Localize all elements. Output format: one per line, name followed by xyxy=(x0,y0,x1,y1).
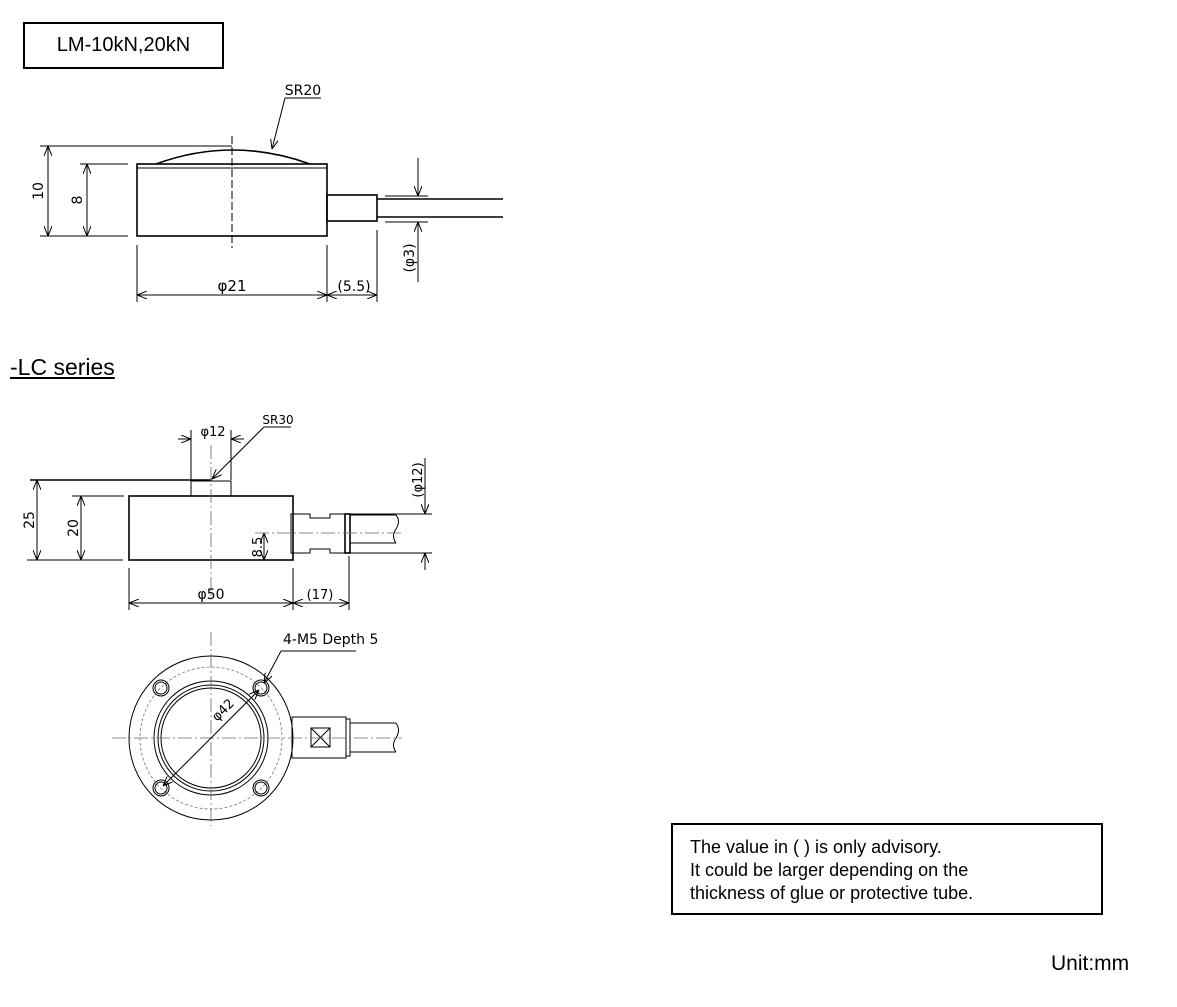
lc-top-view: φ42 4-M5 Depth 5 xyxy=(112,632,402,826)
lm-diameter: φ21 xyxy=(218,277,247,295)
note-line: It could be larger depending on the xyxy=(690,860,969,880)
lc-series-heading: -LC series xyxy=(10,354,115,381)
lc-series-title: -LC series xyxy=(10,354,115,380)
lc-connector-length: (17) xyxy=(307,588,334,603)
lc-sphere-radius: SR30 xyxy=(262,413,293,427)
lm-cable-length: (5.5) xyxy=(337,279,370,295)
lc-side-view: 25 20 8.5 φ12 SR30 (φ12) φ50 (17) xyxy=(22,413,432,610)
lm-cable-stub xyxy=(326,194,378,222)
model-title: LM-10kN,20kN xyxy=(56,34,191,56)
lc-height-total: 25 xyxy=(22,511,38,529)
lc-diameter: φ50 xyxy=(197,587,224,603)
mounting-holes xyxy=(152,679,270,797)
lm-sphere-radius: SR20 xyxy=(285,83,321,99)
square-mark-icon xyxy=(310,727,331,748)
lc-connector xyxy=(290,513,346,554)
lm-height-body: 8 xyxy=(70,196,86,205)
lm-side-view: 10 8 (φ3) φ21 (5.5) SR20 xyxy=(31,83,503,302)
lc-bolt-circle-diameter: φ42 xyxy=(209,696,237,724)
advisory-note-box: The value in ( ) is only advisory. It co… xyxy=(671,823,1103,915)
lc-cable-height: 8.5 xyxy=(251,537,266,558)
note-line: thickness of glue or protective tube. xyxy=(690,883,974,903)
model-title-box: LM-10kN,20kN xyxy=(23,22,224,69)
lc-connector-top xyxy=(291,716,347,759)
lm-dome xyxy=(155,149,311,165)
lc-connector-diameter: (φ12) xyxy=(411,462,426,497)
lm-cable-diameter: (φ3) xyxy=(402,243,418,272)
lc-height-body: 20 xyxy=(66,519,82,537)
note-line: The value in ( ) is only advisory. xyxy=(690,837,942,857)
lc-button-diameter: φ12 xyxy=(200,425,225,440)
lm-height-total: 10 xyxy=(31,182,47,200)
lc-hole-note: 4-M5 Depth 5 xyxy=(283,632,378,648)
unit-label: Unit:mm xyxy=(1051,952,1130,975)
